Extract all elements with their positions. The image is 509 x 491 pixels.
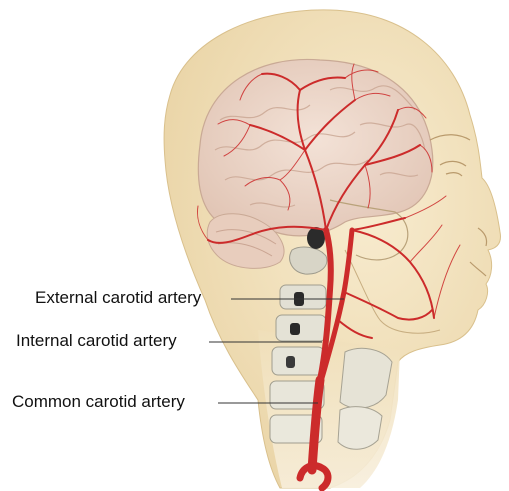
label-external-carotid-artery: External carotid artery — [35, 288, 201, 308]
label-common-carotid-artery: Common carotid artery — [12, 392, 185, 412]
label-internal-carotid-artery: Internal carotid artery — [16, 331, 177, 351]
